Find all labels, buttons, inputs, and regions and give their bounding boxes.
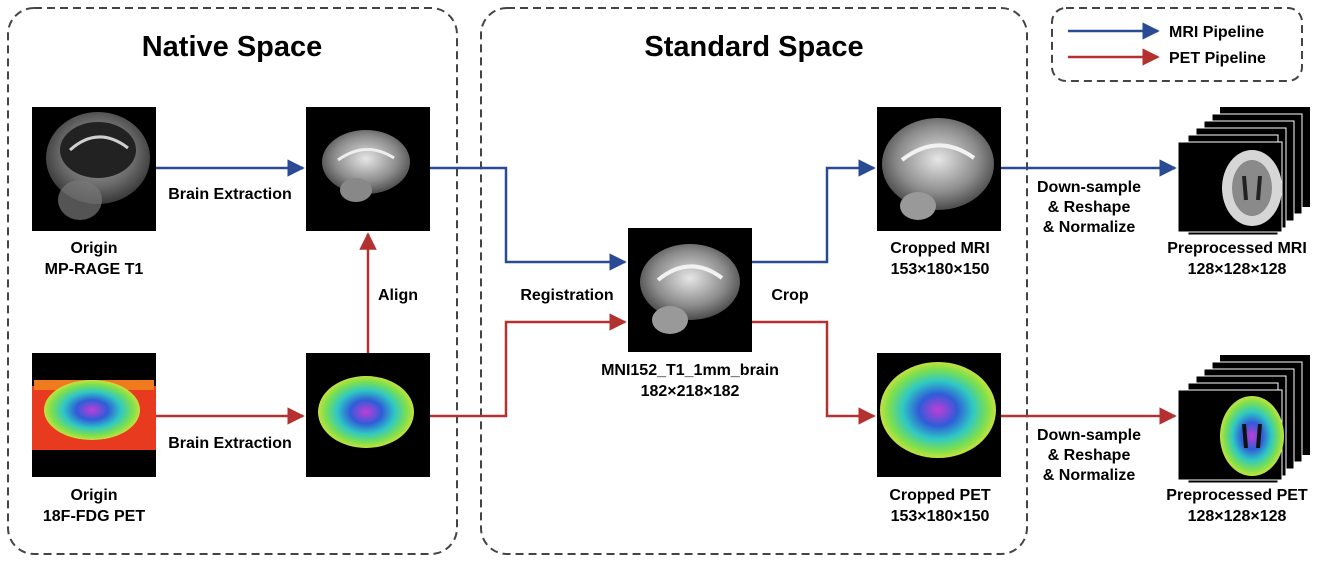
mni-template-image <box>628 228 752 352</box>
mri-post-step-3: & Normalize <box>1043 219 1136 236</box>
preprocessed-pet-caption-2: 128×128×128 <box>1188 508 1287 525</box>
preprocessed-mri-stack <box>1177 107 1310 236</box>
cropped-mri-caption-1: Cropped MRI <box>890 240 990 257</box>
pet-registration-arrow <box>430 313 627 418</box>
origin-pet-caption-1: Origin <box>70 487 117 504</box>
origin-mri-image <box>32 107 156 231</box>
origin-mri-caption-1: Origin <box>70 240 117 257</box>
native-space-region <box>7 7 458 555</box>
standard-space-title: Standard Space <box>644 31 863 63</box>
brain-extraction-pet-label: Brain Extraction <box>168 435 292 452</box>
preprocessed-pet-caption-1: Preprocessed PET <box>1166 487 1308 504</box>
cropped-mri-image <box>877 107 1001 231</box>
pet-post-step-3: & Normalize <box>1043 467 1136 484</box>
crop-label: Crop <box>771 287 809 304</box>
preprocessed-pet-stack <box>1177 355 1310 484</box>
preprocessed-mri-caption-1: Preprocessed MRI <box>1167 240 1307 257</box>
cropped-pet-caption-2: 153×180×150 <box>891 508 990 525</box>
mri-crop-arrow <box>752 159 876 264</box>
mni-caption-1: MNI152_T1_1mm_brain <box>601 362 779 379</box>
cropped-pet-caption-1: Cropped PET <box>889 487 991 504</box>
pet-crop-arrow <box>752 320 876 425</box>
origin-pet-image <box>32 353 156 477</box>
mni-caption-2: 182×218×182 <box>641 383 740 400</box>
legend-box <box>1051 7 1303 82</box>
mri-post-step-1: Down-sample <box>1037 179 1141 196</box>
origin-pet-caption-2: 18F-FDG PET <box>43 508 145 525</box>
brain-extraction-mri-label: Brain Extraction <box>168 186 292 203</box>
legend-pet-label: PET Pipeline <box>1169 50 1266 67</box>
native-space-title: Native Space <box>142 31 323 63</box>
registration-label: Registration <box>520 287 613 304</box>
extracted-mri-image <box>306 107 430 231</box>
mri-post-step-2: & Reshape <box>1048 199 1131 216</box>
cropped-mri-caption-2: 153×180×150 <box>891 261 990 278</box>
pet-post-step-1: Down-sample <box>1037 427 1141 444</box>
pet-post-step-2: & Reshape <box>1048 447 1131 464</box>
origin-mri-caption-2: MP-RAGE T1 <box>45 261 144 278</box>
extracted-pet-image <box>306 353 430 477</box>
cropped-pet-image <box>877 353 1001 477</box>
mri-registration-arrow <box>430 166 627 271</box>
standard-space-region <box>480 7 1028 555</box>
align-label: Align <box>378 287 418 304</box>
legend-mri-label: MRI Pipeline <box>1169 24 1264 41</box>
preprocessed-mri-caption-2: 128×128×128 <box>1188 261 1287 278</box>
